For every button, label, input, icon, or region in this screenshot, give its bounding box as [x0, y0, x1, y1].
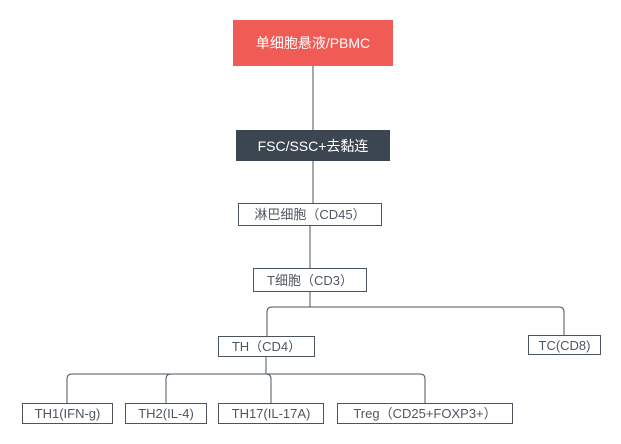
node-single-cell-pbmc: 单细胞悬液/PBMC — [233, 20, 393, 66]
connector — [265, 373, 272, 403]
connector — [266, 373, 426, 403]
node-th17-il17a: TH17(IL-17A) — [218, 403, 324, 424]
node-tc-cd8: TC(CD8) — [528, 335, 601, 355]
node-th2-il4: TH2(IL-4) — [125, 403, 207, 424]
node-treg-cd25-foxp3: Treg（CD25+FOXP3+） — [337, 403, 513, 424]
node-th1-ifng: TH1(IFN-g) — [22, 403, 113, 424]
node-th-cd4: TH（CD4） — [218, 336, 315, 357]
connector — [165, 373, 266, 403]
node-t-cells-cd3: T细胞（CD3） — [253, 268, 367, 292]
connector — [310, 306, 565, 335]
node-lymphocytes-cd45: 淋巴细胞（CD45） — [238, 203, 382, 226]
connector — [266, 306, 310, 336]
connector — [66, 373, 266, 403]
node-fsc-ssc-gate: FSC/SSC+去黏连 — [236, 130, 390, 161]
